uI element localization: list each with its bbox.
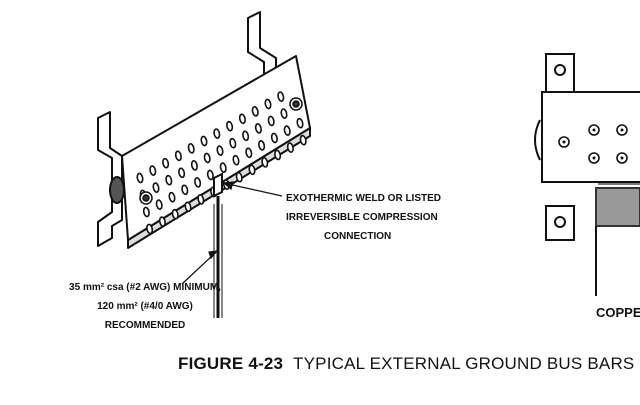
bar-hole bbox=[299, 134, 307, 146]
cable-callout-line: 35 mm² csa (#2 AWG) MINIMUM, bbox=[69, 282, 221, 293]
left-bracket bbox=[97, 111, 123, 247]
figure-number: FIGURE 4-23 bbox=[178, 354, 284, 373]
bar-hole bbox=[254, 123, 262, 134]
bar-hole bbox=[277, 91, 285, 102]
bar-hole bbox=[174, 150, 182, 162]
weld-leader bbox=[227, 183, 283, 197]
weld-callout-line: EXOTHERMIC WELD OR LISTED bbox=[286, 193, 441, 204]
bar-hole bbox=[146, 223, 154, 235]
weld-callout: EXOTHERMIC WELD OR LISTED IRREVERSIBLE C… bbox=[286, 189, 476, 246]
cable-callout: 35 mm² csa (#2 AWG) MINIMUM, 120 mm² (#4… bbox=[40, 278, 250, 335]
bar-hole bbox=[165, 174, 173, 186]
weld-callout-line: IRREVERSIBLE COMPRESSION bbox=[286, 212, 438, 223]
bar-hole bbox=[152, 182, 160, 193]
weld-lug bbox=[213, 172, 223, 198]
right-bar-holes bbox=[558, 124, 628, 164]
bar-hole bbox=[203, 152, 211, 164]
cable-callout-line: 120 mm² (#4/0 AWG) bbox=[97, 301, 193, 312]
bar-hole bbox=[229, 137, 237, 149]
bar-hole bbox=[162, 157, 170, 169]
bar-hole bbox=[219, 162, 227, 173]
bar-hole bbox=[274, 149, 282, 161]
bar-hole bbox=[242, 130, 250, 142]
bar-hole bbox=[200, 135, 208, 147]
right-insulator bbox=[534, 119, 541, 161]
figure-caption: FIGURE 4-23 TYPICAL EXTERNAL GROUND BUS … bbox=[178, 354, 634, 373]
bar-hole bbox=[168, 191, 176, 203]
bar-hole bbox=[226, 120, 234, 132]
bar-hole bbox=[206, 169, 214, 181]
bar-hole bbox=[197, 194, 205, 205]
right-bar-hole-center bbox=[620, 156, 624, 160]
right-bar-hole-center bbox=[592, 156, 596, 160]
bar-hole bbox=[136, 172, 144, 184]
bar-hole bbox=[270, 132, 278, 144]
bar-hole bbox=[181, 184, 189, 196]
bar-hole bbox=[286, 142, 294, 153]
bar-hole bbox=[235, 171, 243, 183]
copper-label: COPPE bbox=[596, 305, 640, 320]
bar-hole bbox=[213, 128, 221, 139]
right-bar-hole-center bbox=[562, 140, 566, 144]
figure-title: TYPICAL EXTERNAL GROUND BUS BARS bbox=[293, 354, 635, 373]
cable-leader bbox=[181, 253, 215, 285]
weld-callout-line: CONNECTION bbox=[324, 231, 392, 242]
bar-hole bbox=[232, 154, 240, 166]
bar-hole bbox=[264, 98, 272, 110]
bar-hole bbox=[245, 147, 253, 159]
bar-hole bbox=[238, 113, 246, 125]
bar-hole bbox=[296, 117, 304, 129]
right-bus-bar bbox=[541, 91, 640, 183]
right-bar-hole-center bbox=[620, 128, 624, 132]
bar-hole bbox=[184, 201, 192, 213]
bar-hole bbox=[158, 216, 166, 227]
bar-hole bbox=[261, 157, 269, 168]
bar-hole bbox=[187, 143, 195, 154]
bar-hole bbox=[280, 108, 288, 119]
bar-hole bbox=[216, 145, 224, 156]
bar-hole bbox=[178, 167, 186, 179]
cable-callout-line: RECOMMENDED bbox=[104, 320, 186, 331]
bar-hole bbox=[248, 164, 256, 176]
bar-hole bbox=[155, 199, 163, 210]
bar-hole bbox=[283, 125, 291, 136]
bar-hole bbox=[258, 140, 266, 151]
copper-block bbox=[595, 187, 640, 227]
bar-hole bbox=[171, 208, 179, 220]
bar-hole bbox=[142, 206, 150, 218]
standoff-insulator bbox=[109, 176, 125, 204]
bar-hole bbox=[149, 165, 157, 176]
right-bar-hole-center bbox=[592, 128, 596, 132]
bar-hole bbox=[190, 160, 198, 171]
bar-hole bbox=[194, 177, 202, 188]
bar-hole bbox=[267, 115, 275, 127]
bar-hole bbox=[251, 106, 259, 117]
